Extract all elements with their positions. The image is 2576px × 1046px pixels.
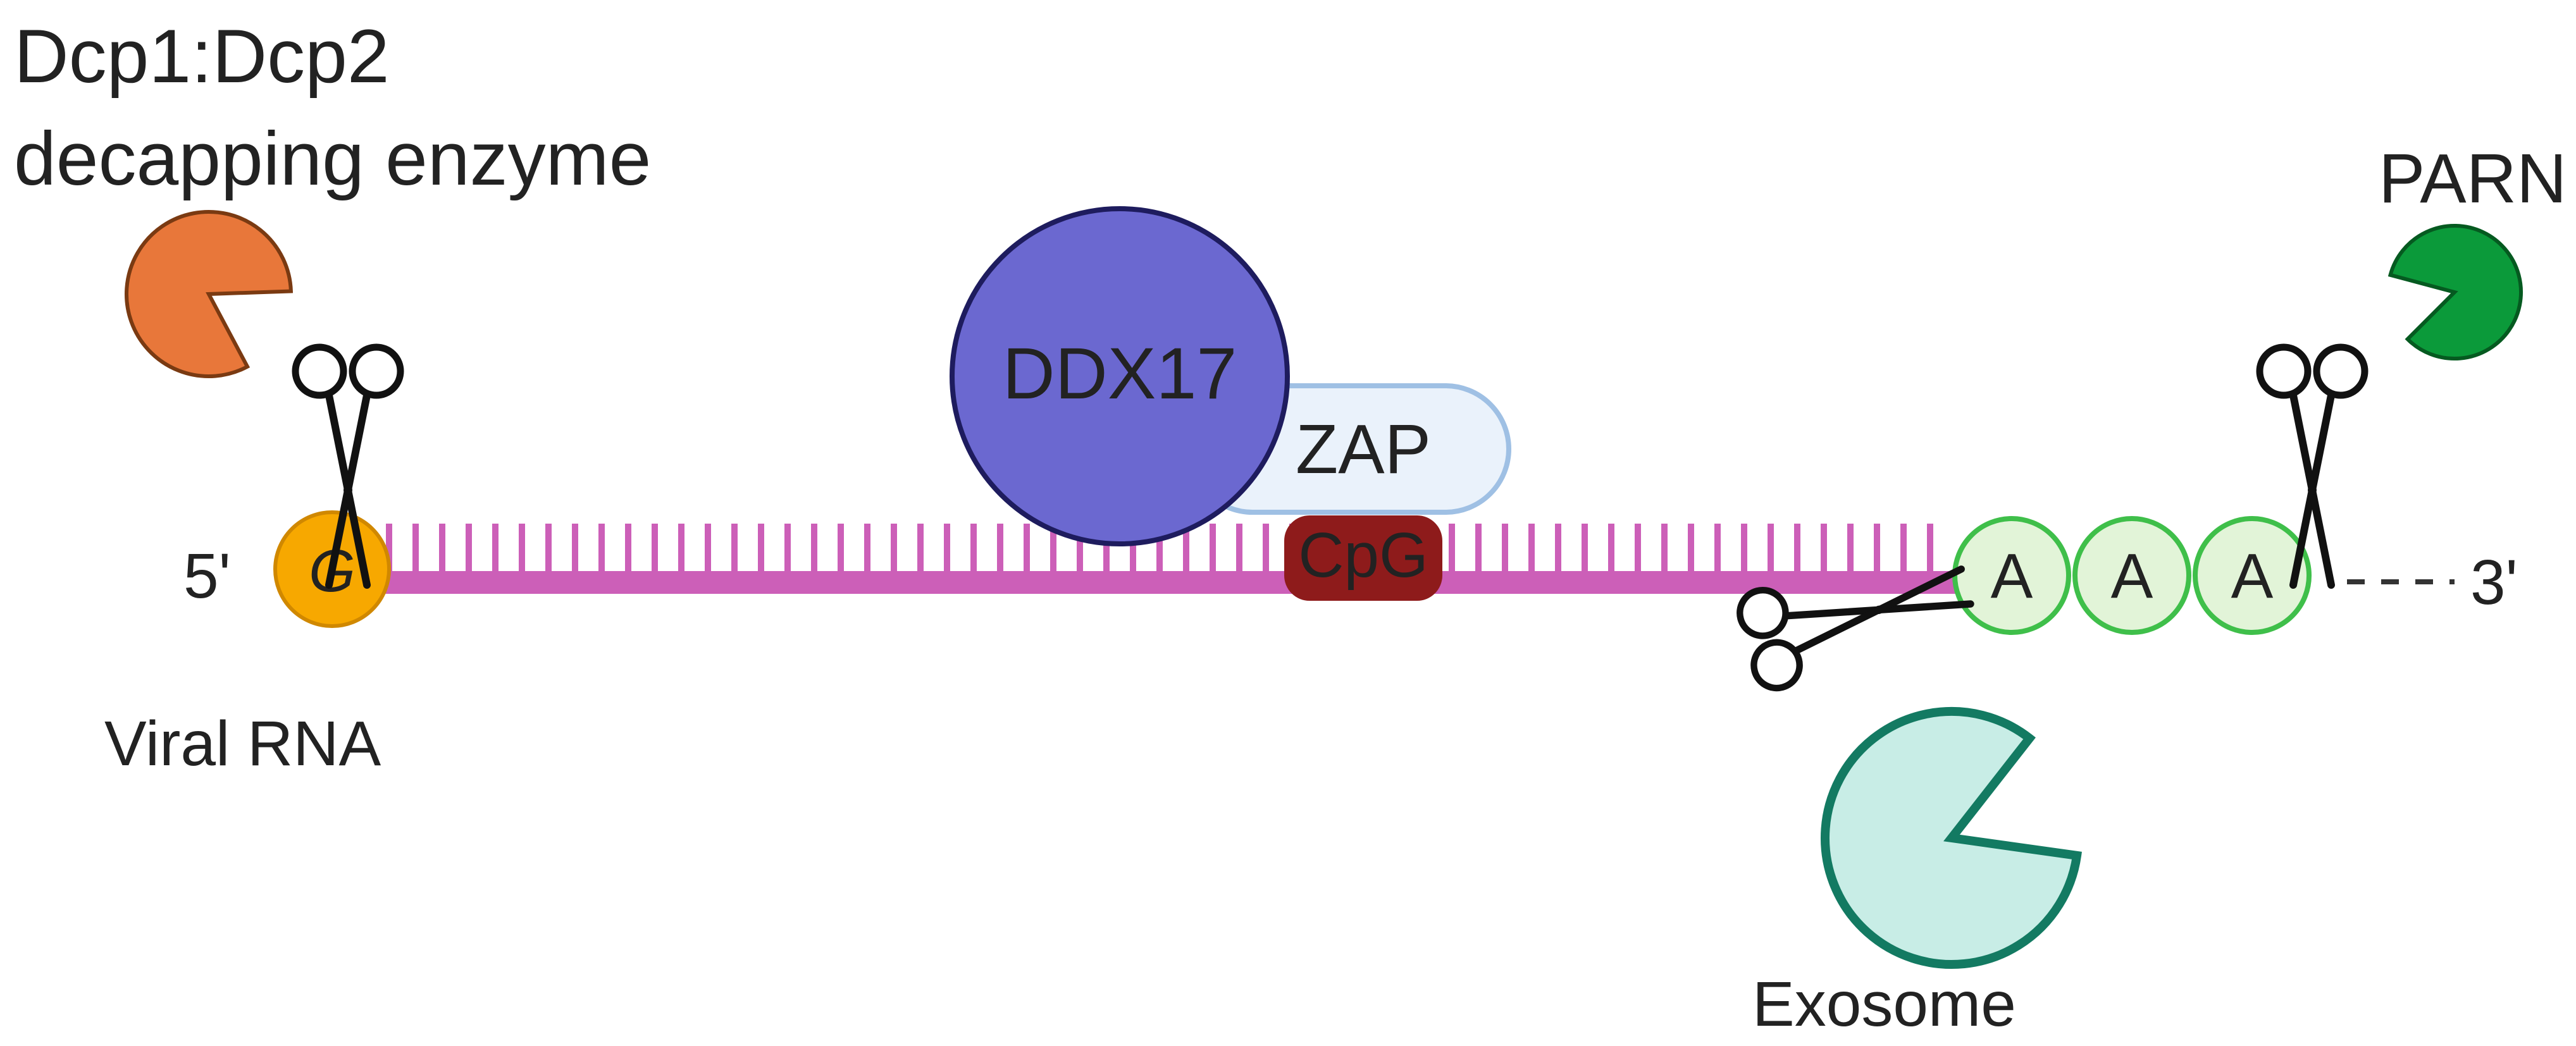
rna-base-tick xyxy=(864,524,870,574)
zap-label: ZAP xyxy=(1296,410,1431,488)
deadenylation-scissors-icon xyxy=(2256,343,2369,589)
scissor-pivot xyxy=(1874,605,1883,615)
rna-base-tick xyxy=(678,524,684,574)
decapping-enzyme-line1: Dcp1:Dcp2 xyxy=(14,14,390,99)
rna-base-tick xyxy=(412,524,419,574)
poly-a-bead: A xyxy=(2072,516,2191,635)
scissor-handle xyxy=(292,343,347,399)
poly-a-letter: A xyxy=(2231,541,2274,612)
scissor-handle xyxy=(2313,343,2369,399)
rna-base-tick xyxy=(1502,524,1508,574)
poly-a-circle xyxy=(2072,516,2191,635)
rna-base-tick xyxy=(1183,524,1189,574)
rna-base-tick xyxy=(1103,524,1110,574)
decapping-enzyme-pacman xyxy=(125,210,294,378)
decapping-scissors-icon xyxy=(292,343,404,589)
rna-base-tick xyxy=(1900,524,1907,574)
rna-base-tick xyxy=(1130,524,1136,574)
cpg-label: CpG xyxy=(1298,520,1428,591)
rna-base-tick xyxy=(784,524,791,574)
scissor-pivot xyxy=(344,486,352,495)
parn-pacman xyxy=(2387,224,2523,360)
rna-base-tick xyxy=(1635,524,1641,574)
rna-base-tick xyxy=(1024,524,1030,574)
rna-base-tick xyxy=(1688,524,1694,574)
rna-base-tick xyxy=(1555,524,1561,574)
rna-base-tick xyxy=(1874,524,1880,574)
poly-a-circle xyxy=(2193,516,2312,635)
rna-base-tick xyxy=(731,524,738,574)
rna-base-tick xyxy=(758,524,764,574)
exosome-pacman xyxy=(1820,707,2082,969)
scissor-handle xyxy=(1750,639,1803,692)
cpg-motif: CpG xyxy=(1284,515,1442,601)
rna-base-tick xyxy=(1449,524,1455,574)
rna-base-tick xyxy=(1528,524,1535,574)
cpg-box xyxy=(1284,515,1442,601)
rna-base-tick xyxy=(970,524,977,574)
rna-base-tick xyxy=(439,524,445,574)
scissor-handle xyxy=(349,343,404,399)
rna-base-tick xyxy=(705,524,711,574)
rna-base-tick xyxy=(1847,524,1854,574)
rna-base-tick xyxy=(1475,524,1482,574)
scissor-handle xyxy=(2256,343,2312,399)
rna-base-tick xyxy=(1263,524,1269,574)
three-prime-label: 3' xyxy=(2470,547,2518,618)
rna-base-tick xyxy=(1608,524,1614,574)
rna-base-tick xyxy=(1741,524,1747,574)
exosome-label: Exosome xyxy=(1752,969,2016,1040)
poly-a-letter: A xyxy=(1991,541,2033,612)
ddx17-circle xyxy=(950,206,1290,546)
rna-base-tick xyxy=(466,524,472,574)
rna-base-tick xyxy=(1927,524,1933,574)
rna-base-tick xyxy=(811,524,817,574)
scissor-pivot xyxy=(2308,486,2317,495)
poly-a-bead: A xyxy=(2193,516,2312,635)
viral-rna-label: Viral RNA xyxy=(104,708,381,779)
rna-base-tick xyxy=(1210,524,1216,574)
ddx17-protein xyxy=(950,206,1290,546)
rna-base-tick xyxy=(1236,524,1242,574)
rna-base-tick xyxy=(652,524,658,574)
poly-a-letter: A xyxy=(2111,541,2153,612)
poly-a-bead: A xyxy=(1952,516,2071,635)
rna-base-tick xyxy=(545,524,552,574)
ddx17-label: DDX17 xyxy=(1003,333,1237,414)
rna-base-tick xyxy=(891,524,897,574)
five-prime-label: 5' xyxy=(183,541,231,612)
rna-base-tick xyxy=(1821,524,1827,574)
rna-base-tick xyxy=(1156,524,1163,574)
rna-base-tick xyxy=(1077,524,1083,574)
rna-base-tick xyxy=(1714,524,1721,574)
rna-base-tick xyxy=(917,524,924,574)
rna-base-tick xyxy=(625,524,631,574)
decapping-enzyme-title: Dcp1:Dcp2 decapping enzyme xyxy=(14,14,651,201)
rna-base-tick xyxy=(944,524,950,574)
rna-base-tick xyxy=(598,524,605,574)
rna-base-tick xyxy=(572,524,578,574)
exosome-scissors-icon xyxy=(1737,565,1974,692)
rna-base-tick xyxy=(997,524,1003,574)
rna-base-tick xyxy=(1794,524,1800,574)
rna-base-tick xyxy=(1582,524,1588,574)
rna-base-tick xyxy=(1050,524,1056,574)
rna-backbone xyxy=(329,571,1961,594)
rna-base-tick xyxy=(492,524,498,574)
scissor-handle xyxy=(1737,586,1789,639)
rna-base-tick xyxy=(1661,524,1668,574)
rna-base-tick xyxy=(386,524,392,574)
parn-label: PARN xyxy=(2379,140,2567,218)
rna-base-tick xyxy=(519,524,525,574)
rna-base-tick xyxy=(1768,524,1774,574)
rna-base-tick xyxy=(838,524,844,574)
decapping-enzyme-line2: decapping enzyme xyxy=(14,116,651,201)
